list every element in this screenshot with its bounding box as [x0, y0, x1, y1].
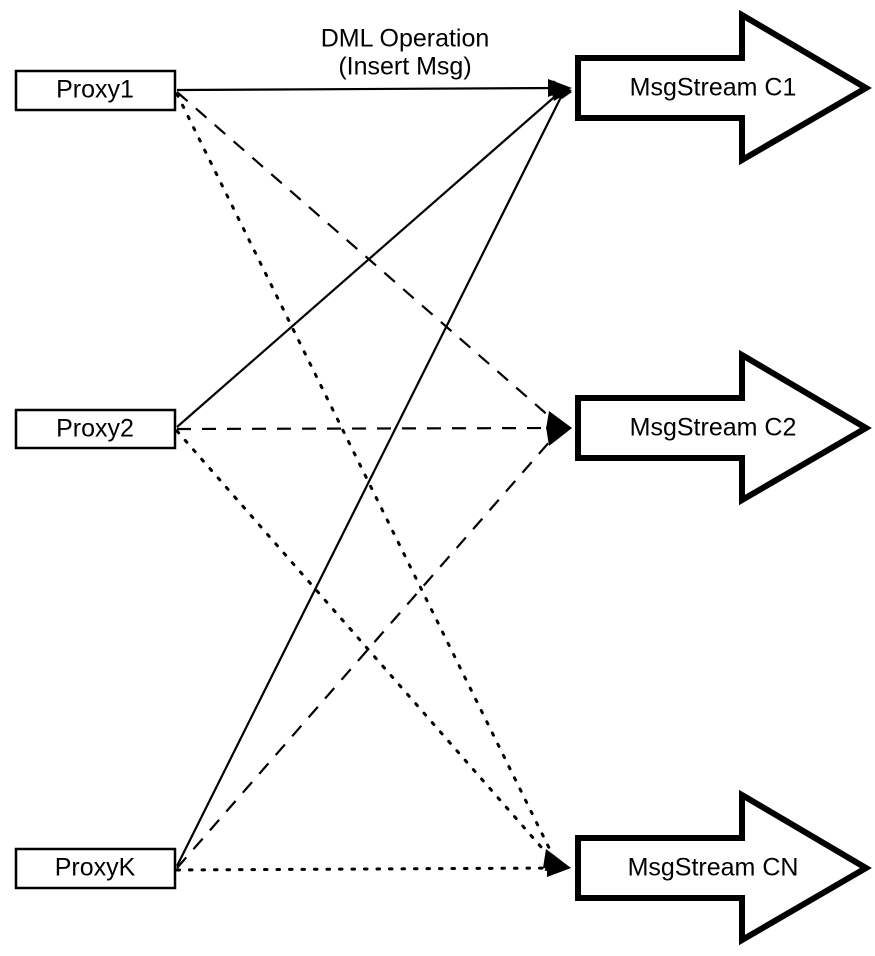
connection-proxy1-to-c1[interactable]: [176, 86, 561, 92]
stream-node-msgstream-c2[interactable]: MsgStream C2: [575, 349, 872, 506]
edge-annotation-dml-operation: DML Operation (Insert Msg): [321, 25, 490, 81]
stream-label-cn: MsgStream CN: [628, 854, 799, 882]
connection-proxyk-to-cn[interactable]: [175, 866, 558, 872]
proxy-box-proxy1[interactable]: [14, 69, 177, 112]
connection-proxy2-to-c2[interactable]: [176, 426, 559, 431]
stream-label-c2: MsgStream C2: [630, 414, 797, 442]
proxy-label-proxy1: Proxy1: [56, 76, 134, 104]
proxy-label-proxy2: Proxy2: [56, 415, 134, 443]
connection-proxy2-to-c1[interactable]: [176, 91, 561, 428]
edge-annotation-line1: DML Operation: [321, 25, 490, 53]
connection-proxyk-to-c2[interactable]: [176, 431, 559, 869]
proxy-label-proxyk: ProxyK: [55, 854, 136, 882]
connection-proxy2-to-cn[interactable]: [175, 429, 558, 866]
proxy-node-proxy1[interactable]: Proxy1: [14, 69, 177, 112]
stream-arrow-shape-c1[interactable]: [575, 9, 872, 166]
arrowhead-icon-proxyk-cn: [547, 859, 571, 877]
arrowhead-icon-proxyk-c2: [546, 427, 572, 446]
proxy-node-proxy2[interactable]: Proxy2: [14, 408, 177, 450]
connection-proxyk-to-c1[interactable]: [176, 94, 563, 867]
edge-annotation-line2: (Insert Msg): [338, 53, 471, 81]
connection-proxy1-to-cn[interactable]: [175, 92, 558, 864]
proxy-node-proxyk[interactable]: ProxyK: [14, 847, 177, 890]
stream-arrow-shape-c2[interactable]: [575, 349, 872, 506]
proxy-box-proxyk[interactable]: [14, 847, 177, 890]
stream-arrow-shape-cn[interactable]: [575, 789, 872, 946]
connection-layer: [175, 86, 563, 872]
stream-label-c1: MsgStream C1: [630, 74, 797, 102]
arrowhead-layer: [543, 79, 572, 877]
arrowhead-icon-proxyk-c1: [553, 80, 572, 99]
connection-proxy1-to-c2[interactable]: [176, 91, 559, 425]
stream-node-msgstream-cn[interactable]: MsgStream CN: [575, 789, 872, 946]
stream-node-msgstream-c1[interactable]: MsgStream C1: [575, 9, 872, 166]
proxy-box-proxy2[interactable]: [14, 408, 177, 450]
